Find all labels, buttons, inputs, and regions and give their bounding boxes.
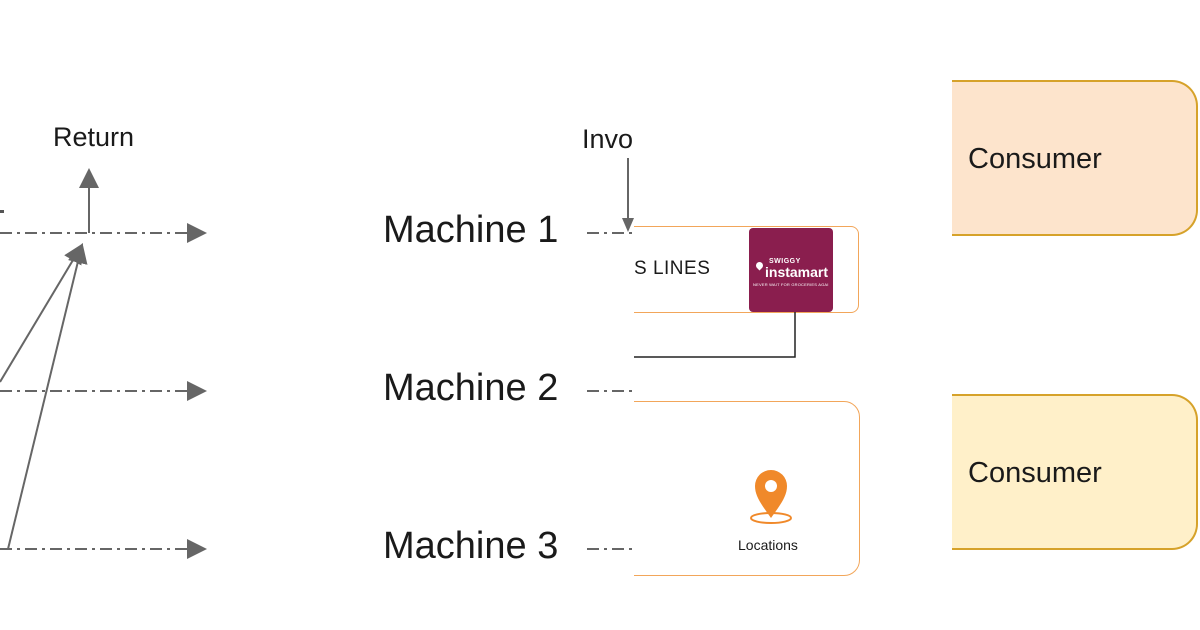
return-label: Return [53, 122, 135, 152]
invoke-arrowhead [622, 218, 634, 232]
brand-tagline: NEVER WAIT FOR GROCERIES AGAIN [753, 282, 829, 287]
brand-small-text: SWIGGY [769, 258, 801, 265]
consumer-label-1: Consumer [968, 143, 1102, 175]
message-arrow-b [7, 243, 88, 550]
locations-label: Locations [738, 537, 798, 553]
message-arrow-a [0, 243, 84, 383]
consumers-panel: Consumer Consumer [952, 0, 1200, 630]
partial-mark [0, 210, 4, 213]
consumer-box-1: Consumer [952, 80, 1198, 236]
machines-panel: Invo Machine 1 Machine 2 Machine 3 [215, 0, 634, 630]
invoke-label: Invo [582, 124, 634, 154]
instamart-logo: SWIGGY instamart NEVER WAIT FOR GROCERIE… [749, 228, 833, 312]
machine-3-label: Machine 3 [383, 525, 559, 567]
brand-name: instamart [765, 264, 829, 280]
cards-panel: S LINES SWIGGY instamart NEVER WAIT FOR … [634, 0, 952, 630]
consumer-label-2: Consumer [968, 457, 1102, 489]
timeline-diagram [0, 168, 207, 559]
pin-icon [754, 260, 765, 271]
consumer-box-2: Consumer [952, 394, 1198, 550]
connector-line [634, 312, 796, 358]
machines-diagram [587, 158, 634, 550]
top-card-text: S LINES [634, 258, 711, 279]
machine-1-label: Machine 1 [383, 209, 559, 251]
machine-2-label: Machine 2 [383, 367, 559, 409]
location-pin-icon [750, 470, 792, 524]
timeline-panel: Return [0, 0, 215, 630]
bottom-card [634, 401, 860, 576]
